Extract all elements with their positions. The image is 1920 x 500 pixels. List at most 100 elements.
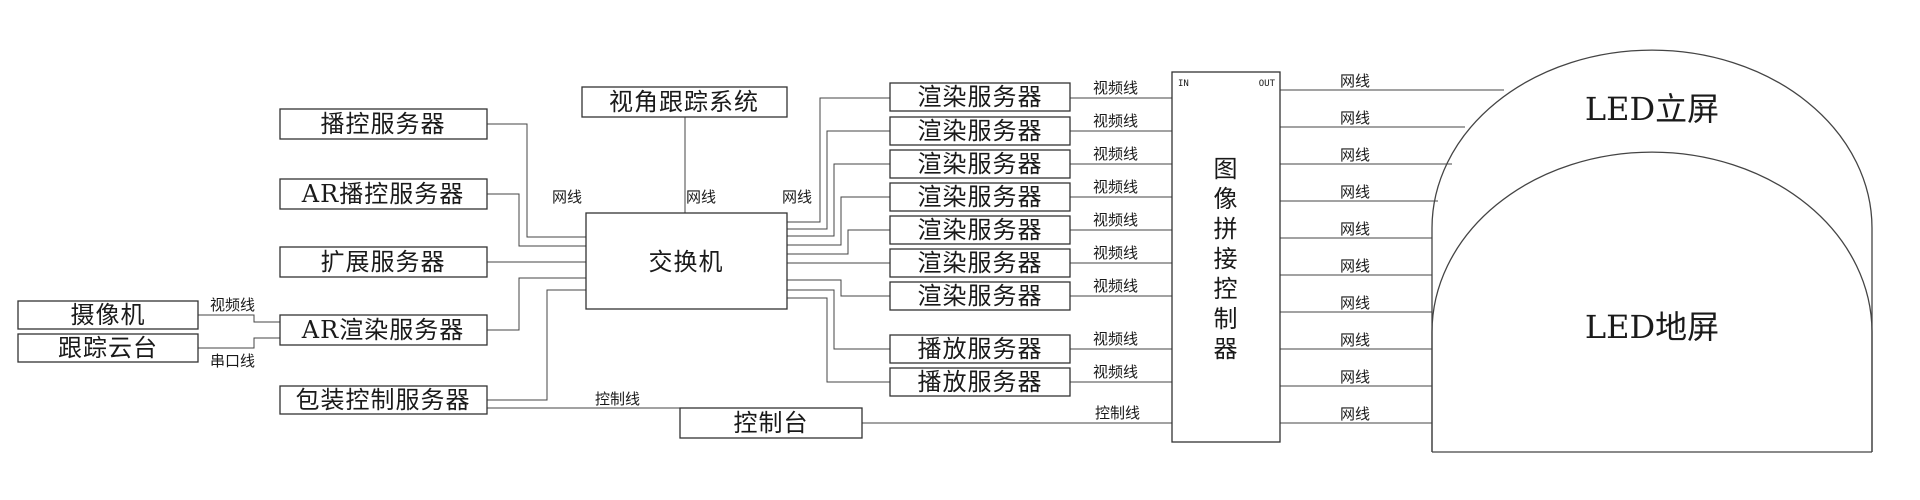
render-server-box-5 [889,215,1071,245]
render-server-box-7 [889,281,1071,311]
render-server-label-1: 渲染服务器 [918,83,1043,111]
label-network-left: 网线 [552,188,582,206]
render-server-box-6 [889,248,1071,278]
ar-playback-control-server-box [279,178,488,210]
render-server-label-3: 渲染服务器 [918,150,1043,178]
view-tracking-system-box [581,86,788,118]
splicer-char-4: 接 [1214,245,1239,273]
connection-wires [198,89,1504,424]
label-video-render-7: 视频线 [1093,277,1138,295]
camera-label: 摄像机 [71,301,146,329]
wire-camera-to-ar-render [198,314,280,323]
ar-render-server-label: AR渲染服务器 [301,316,464,344]
wire-switch-play-1 [787,289,890,350]
label-network-out-9: 网线 [1340,368,1370,386]
label-video-camera: 视频线 [210,296,255,314]
label-network-out-4: 网线 [1340,183,1370,201]
wire-ar-playback-to-switch [487,193,586,247]
network-switch-box [585,212,788,310]
label-network-out-8: 网线 [1340,331,1370,349]
render-server-box-4 [889,182,1071,212]
wire-ar-render-to-switch [487,277,586,331]
splicer-char-5: 控 [1214,275,1239,303]
label-network-right: 网线 [782,188,812,206]
splicer-out-port: OUT [1259,79,1276,89]
packaging-control-server-label: 包装控制服务器 [296,386,471,414]
render-server-label-6: 渲染服务器 [918,249,1043,277]
label-video-play-1: 视频线 [1093,330,1138,348]
led-floor-screen-outline [1431,151,1873,452]
image-splicing-controller-box [1171,71,1281,443]
render-servers: 渲染服务器 渲染服务器 渲染服务器 渲染服务器 渲染服务器 渲染服务器 渲染服务… [889,82,1071,311]
led-floor-screen-label: LED地屏 [1585,308,1719,346]
led-upright-screen-outline [1431,49,1873,452]
wire-packaging-to-console [487,407,681,420]
splicer-char-2: 像 [1214,185,1239,213]
center-devices: 视角跟踪系统 交换机 控制台 [581,86,863,439]
label-video-render-6: 视频线 [1093,244,1138,262]
splicer-char-1: 图 [1214,155,1239,183]
ar-playback-control-server-label: AR播控服务器 [301,180,464,208]
wire-switch-render-3 [787,163,890,237]
wire-switch-render-1 [787,97,890,223]
play-server-label-1: 播放服务器 [918,335,1043,363]
cable-labels: 网线 网线 网线 视频线 串口线 控制线 控制线 视频线 视频线 视频线 视频线… [210,72,1370,423]
label-video-render-1: 视频线 [1093,79,1138,97]
led-upright-screen-label: LED立屏 [1585,90,1719,128]
label-network-out-5: 网线 [1340,220,1370,238]
label-video-render-2: 视频线 [1093,112,1138,130]
tracking-head-box [17,333,199,363]
view-tracking-system-label: 视角跟踪系统 [609,88,759,116]
label-video-render-5: 视频线 [1093,211,1138,229]
wire-packaging-to-switch [487,289,586,401]
label-control-packaging: 控制线 [595,390,640,408]
ar-render-server-box [279,314,488,346]
expansion-server-label: 扩展服务器 [321,248,446,276]
render-server-label-7: 渲染服务器 [918,282,1043,310]
label-video-render-3: 视频线 [1093,145,1138,163]
label-video-play-2: 视频线 [1093,363,1138,381]
camera-box [17,300,199,330]
wire-switch-render-2 [787,130,890,230]
label-network-view: 网线 [686,188,716,206]
play-server-box-1 [889,334,1071,364]
render-server-box-2 [889,116,1071,146]
label-control-console: 控制线 [1095,404,1140,422]
playback-control-server-box [279,108,488,140]
led-screens: LED立屏 LED地屏 [1431,49,1873,453]
play-server-box-2 [889,367,1071,397]
network-switch-label: 交换机 [649,248,724,276]
wire-switch-render-4 [787,196,890,246]
play-servers: 播放服务器 播放服务器 [889,334,1071,397]
splicer-in-port: IN [1178,79,1189,89]
tracking-head-label: 跟踪云台 [58,334,158,362]
label-network-out-10: 网线 [1340,405,1370,423]
splicer-char-6: 制 [1214,305,1239,333]
render-server-label-4: 渲染服务器 [918,183,1043,211]
left-devices: 播控服务器 AR播控服务器 扩展服务器 AR渲染服务器 包装控制服务器 摄像机 … [17,108,488,415]
render-server-box-1 [889,82,1071,112]
render-server-label-2: 渲染服务器 [918,117,1043,145]
play-server-label-2: 播放服务器 [918,368,1043,396]
label-serial-tracking: 串口线 [210,352,255,370]
label-network-out-2: 网线 [1340,109,1370,127]
splicer-char-7: 器 [1214,335,1239,363]
wire-switch-play-2 [787,297,890,383]
wire-switch-render-7 [787,279,890,297]
image-splicing-controller: IN OUT 图 像 拼 接 控 制 器 [1171,71,1281,443]
wire-switch-render-5 [787,229,890,255]
wire-playback-to-switch [487,123,586,238]
packaging-control-server-box [279,385,488,415]
splicer-char-3: 拼 [1214,215,1239,243]
playback-control-server-label: 播控服务器 [321,110,446,138]
wire-tracking-to-ar-render [198,337,280,349]
label-video-render-4: 视频线 [1093,178,1138,196]
render-server-label-5: 渲染服务器 [918,216,1043,244]
render-server-box-3 [889,149,1071,179]
expansion-server-box [279,246,488,278]
label-network-out-3: 网线 [1340,146,1370,164]
control-console-box [679,407,863,439]
label-network-out-6: 网线 [1340,257,1370,275]
label-network-out-7: 网线 [1340,294,1370,312]
